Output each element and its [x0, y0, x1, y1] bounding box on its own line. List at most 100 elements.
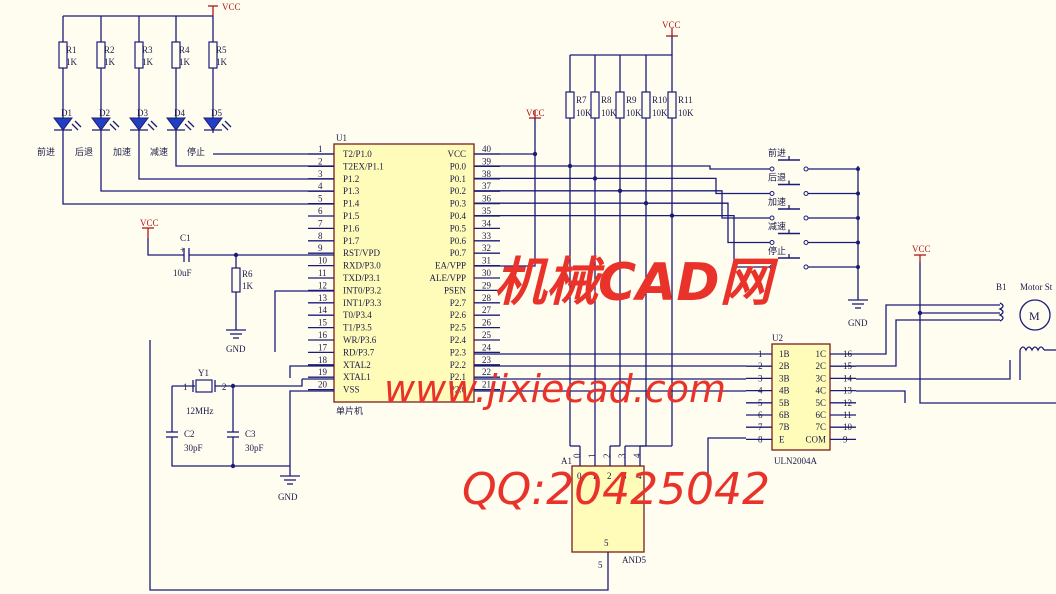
uln-right-pin-name: 3C: [815, 373, 826, 383]
uln-right-pin-name: 7C: [815, 422, 826, 432]
mcu-left-pin-num: 14: [318, 305, 328, 315]
uln-right-pin-name: 1C: [815, 349, 826, 359]
c3-ref: C3: [245, 429, 256, 439]
led-icon: [166, 117, 186, 131]
int0-wire: [149, 290, 609, 591]
pullup-ref: R7: [576, 95, 587, 105]
uln-left-pin-num: 6: [758, 410, 763, 420]
mcu-right-pin-name: P2.2: [450, 360, 466, 370]
pullup-ref: R10: [652, 95, 668, 105]
uln-right-pin-name: 4C: [815, 386, 826, 396]
mcu-left-pin-num: 11: [318, 268, 327, 278]
pullup-ref: R9: [626, 95, 637, 105]
uln-right-pin-num: 13: [843, 386, 853, 396]
mcu-right-pin-num: 24: [482, 342, 492, 352]
and-input-pin: 1: [587, 454, 597, 459]
top-resistor-value: 1K: [66, 57, 78, 67]
mcu-right-pin-num: 21: [482, 380, 491, 390]
vcc-label-mcu: VCC: [526, 108, 545, 118]
r6-value: 1K: [242, 281, 254, 291]
mcu-right-pin-name: P2.3: [450, 347, 467, 357]
pullup-resistor-9: [615, 91, 625, 119]
mcu-left-pin-name: INT0/P3.2: [343, 285, 381, 295]
mcu-right-pin-name: P0.1: [450, 174, 466, 184]
led-ref: D5: [211, 108, 222, 118]
mcu-right-pin-num: 25: [482, 330, 492, 340]
y1-ref: Y1: [198, 368, 209, 378]
pullup-value: 10K: [626, 108, 642, 118]
mcu-right-pin-num: 23: [482, 355, 492, 365]
vcc-label-top: VCC: [222, 2, 241, 12]
uln-left-pin-num: 4: [758, 386, 763, 396]
pullup-value: 10K: [601, 108, 617, 118]
uln-right-pin-num: 15: [843, 361, 853, 371]
mcu-right-pin-name: P2.1: [450, 372, 466, 382]
uln-left-pin-num: 7: [758, 422, 763, 432]
watermark-url: www.jixiecad.com: [384, 367, 726, 411]
uln-ref: U2: [772, 333, 783, 343]
led-ref: D2: [99, 108, 110, 118]
mcu-left-pin-num: 16: [318, 330, 328, 340]
mcu-right-pin-num: 40: [482, 144, 492, 154]
c3-value: 30pF: [245, 443, 264, 453]
mcu-to-uln-wires: [474, 353, 746, 495]
mcu-left-pin-name: XTAL1: [343, 372, 371, 382]
uln-right-pin-num: 16: [843, 349, 853, 359]
mcu-left-pin-num: 6: [318, 206, 323, 216]
mcu-right-pin-name: P2.6: [450, 310, 467, 320]
mcu-left-pin-num: 1: [318, 144, 323, 154]
motor-b1: VCC M B1 Motor St: [856, 244, 1056, 404]
gnd-label-xtal: GND: [278, 492, 298, 502]
mcu-right-pin-name: PSEN: [444, 285, 467, 295]
uln-left-pin-name: 7B: [779, 422, 790, 432]
pullup-resistor-11: [667, 91, 677, 119]
crystal-circuit: GND Y1 1 2 12MHz C2 30pF C3 30pF: [166, 365, 334, 502]
pullup-ref: R11: [678, 95, 693, 105]
top-resistor-ref: R5: [216, 45, 227, 55]
mcu-caption: 单片机: [336, 405, 363, 416]
mcu-left-pin-name: VSS: [343, 385, 360, 395]
and-input-pin-inside: 1: [592, 471, 597, 481]
led-icon: [203, 117, 223, 131]
and-input-pin-inside: 0: [577, 471, 582, 481]
and-input-pin: 2: [602, 454, 612, 459]
top-resistor-value: 1K: [104, 57, 116, 67]
mcu-right-pin-num: 38: [482, 169, 492, 179]
mcu-left-pin-num: 13: [318, 293, 328, 303]
mcu-right-pin-num: 29: [482, 280, 492, 290]
uln-right-pin-num: 12: [843, 398, 852, 408]
gnd-label-switch: GND: [848, 318, 868, 328]
pullup-resistor-10: [641, 91, 651, 119]
mcu-left-pin-name: RXD/P3.0: [343, 261, 381, 271]
mcu-right-pin-num: 30: [482, 268, 492, 278]
mcu-left-pin-num: 3: [318, 169, 323, 179]
uln-left-pin-name: 2B: [779, 361, 790, 371]
pullup-ref: R8: [601, 95, 612, 105]
uln-caption: ULN2004A: [774, 456, 817, 466]
r6-resistor: [231, 267, 241, 293]
mcu-right-pin-name: P0.4: [450, 211, 467, 221]
mcu-left-pin-num: 8: [318, 231, 323, 241]
led-to-mcu-wires: [62, 133, 334, 205]
led-ref: D1: [61, 108, 72, 118]
mcu-left-pin-name: RST/VPD: [343, 248, 381, 258]
top-resistor-value: 1K: [142, 57, 154, 67]
motor-symbol: [1019, 299, 1051, 331]
led-icon: [91, 117, 111, 131]
led-label: 前进: [37, 146, 55, 157]
uln-right-pin-num: 9: [843, 434, 848, 444]
motor-m-label: M: [1029, 309, 1040, 323]
c1-value: 10uF: [173, 268, 192, 278]
switch-label: 加速: [768, 197, 786, 207]
and-input-pin: 3: [617, 453, 627, 458]
watermark: 机械CAD网 www.jixiecad.com QQ:20425042: [384, 253, 779, 515]
mcu-right-pin-num: 37: [482, 181, 492, 191]
c2-value: 30pF: [184, 443, 203, 453]
mcu-right-pin-num: 31: [482, 256, 491, 266]
c2-ref: C2: [184, 429, 195, 439]
